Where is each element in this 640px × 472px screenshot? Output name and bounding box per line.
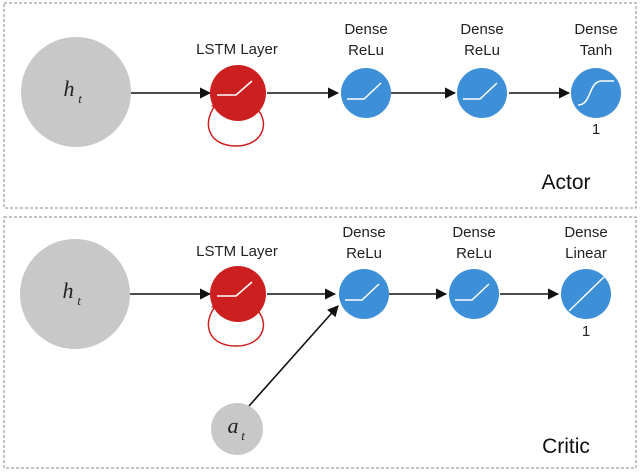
critic-dense1-circle	[339, 269, 389, 319]
critic-title: Critic	[542, 435, 590, 458]
critic-dense3-line2: Linear	[565, 245, 607, 262]
relu-icon	[345, 283, 380, 301]
actor-dense2-circle	[457, 68, 507, 118]
critic-dense1-line1: Dense	[342, 224, 385, 241]
critic-dense1-node: Dense ReLu	[339, 224, 389, 319]
critic-dense2-line1: Dense	[452, 224, 495, 241]
actor-input-symbol: h	[64, 76, 75, 101]
actor-lstm-recurrent-loop	[207, 101, 265, 147]
critic-lstm-loop-arrowhead	[211, 299, 223, 311]
actor-dense3-circle	[571, 68, 621, 118]
relu-icon	[347, 82, 382, 100]
critic-input-circle	[20, 239, 130, 349]
actor-dense2-line2: ReLu	[464, 42, 500, 59]
actor-input-circle	[21, 37, 131, 147]
critic-panel: h t a t LSTM Layer Dense ReLu	[3, 216, 637, 469]
actor-input-subscript: t	[78, 91, 82, 106]
actor-dense3-line2: Tanh	[580, 42, 613, 59]
critic-input-symbol: h	[63, 278, 74, 303]
linear-icon	[568, 276, 605, 312]
actor-panel: h t LSTM Layer Dense ReLu Dense ReLu	[3, 2, 637, 209]
critic-dense2-line2: ReLu	[456, 245, 492, 262]
relu-icon	[463, 82, 498, 100]
critic-arrow-action-dense1	[248, 305, 339, 407]
critic-dense2-circle	[449, 269, 499, 319]
actor-dense3-node: Dense Tanh 1	[571, 21, 621, 138]
critic-action-subscript: t	[241, 428, 245, 443]
critic-lstm-recurrent-loop	[207, 302, 265, 347]
critic-dense1-line2: ReLu	[346, 245, 382, 262]
actor-dense2-line1: Dense	[460, 21, 503, 38]
critic-dense3-node: Dense Linear 1	[561, 224, 611, 340]
actor-dense1-circle	[341, 68, 391, 118]
actor-lstm-node: LSTM Layer	[196, 41, 278, 147]
critic-dense3-line1: Dense	[564, 224, 607, 241]
tanh-icon	[577, 80, 614, 106]
actor-lstm-loop-arrowhead	[211, 98, 223, 110]
actor-input-node: h t	[21, 37, 131, 147]
critic-lstm-activation-icon	[217, 281, 253, 297]
critic-input-node: h t	[20, 239, 130, 349]
critic-action-input-node: a t	[211, 403, 263, 455]
actor-title: Actor	[541, 171, 590, 194]
actor-lstm-activation-icon	[217, 80, 253, 96]
actor-panel-border	[3, 2, 637, 209]
actor-dense2-node: Dense ReLu	[457, 21, 507, 118]
critic-lstm-node: LSTM Layer	[196, 243, 278, 347]
critic-dense2-node: Dense ReLu	[449, 224, 499, 319]
critic-action-circle	[211, 403, 263, 455]
critic-dense3-size: 1	[582, 323, 590, 340]
actor-dense1-node: Dense ReLu	[341, 21, 391, 118]
actor-dense1-line1: Dense	[344, 21, 387, 38]
actor-dense3-line1: Dense	[574, 21, 617, 38]
actor-lstm-label: LSTM Layer	[196, 41, 278, 58]
actor-dense3-size: 1	[592, 121, 600, 138]
actor-dense1-line2: ReLu	[348, 42, 384, 59]
critic-panel-border	[3, 216, 637, 469]
critic-lstm-label: LSTM Layer	[196, 243, 278, 260]
critic-input-subscript: t	[77, 293, 81, 308]
critic-action-symbol: a	[228, 413, 239, 438]
relu-icon	[455, 283, 490, 301]
